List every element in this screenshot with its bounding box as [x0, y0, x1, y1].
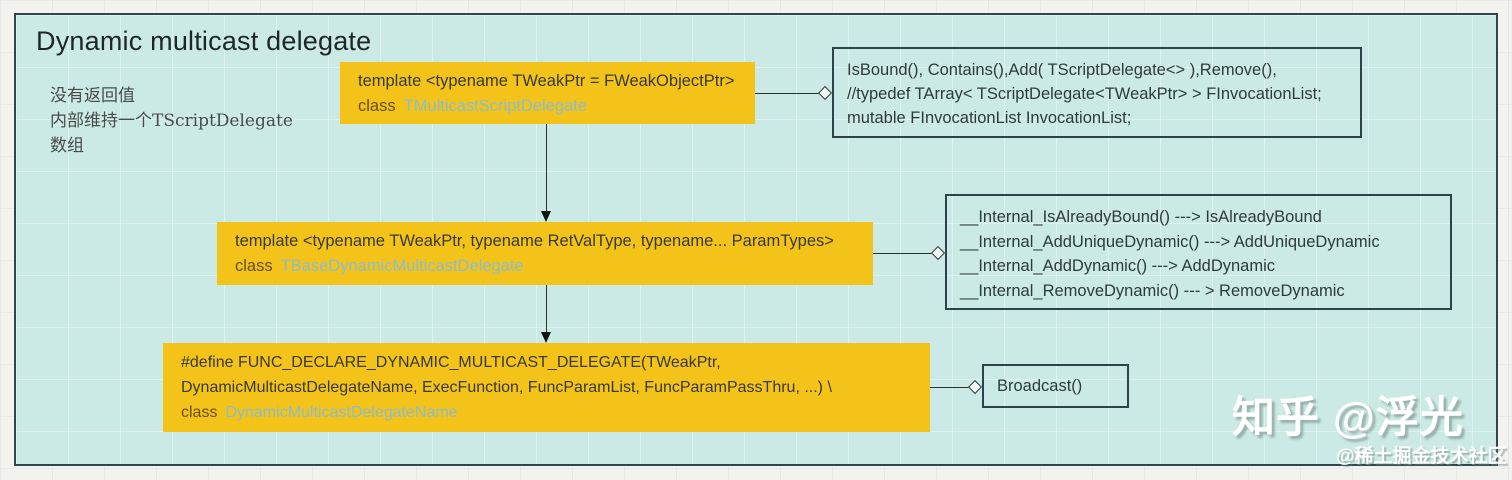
- members-box-broadcast: Broadcast(): [982, 364, 1129, 408]
- arrow-down-icon: [541, 211, 551, 222]
- annotation-line: 内部维持一个TScriptDelegate: [50, 111, 293, 131]
- connector-line: [873, 253, 934, 254]
- template-declaration: template <typename TWeakPtr, typename Re…: [235, 232, 834, 250]
- macro-line: #define FUNC_DECLARE_DYNAMIC_MULTICAST_D…: [181, 354, 721, 371]
- node-tmulticastscriptdelegate: template <typename TWeakPtr = FWeakObjec…: [340, 62, 755, 124]
- annotation-line: 数组: [50, 136, 84, 156]
- arrow-down-icon: [541, 332, 551, 343]
- member-line: __Internal_AddDynamic() ---> AddDynamic: [960, 257, 1276, 275]
- member-line: __Internal_AddUniqueDynamic() ---> AddUn…: [960, 232, 1380, 251]
- page-title: Dynamic multicast delegate: [36, 26, 372, 56]
- class-keyword: class: [358, 97, 396, 115]
- class-keyword: class: [181, 404, 218, 421]
- connector-line: [755, 93, 821, 94]
- class-name: TBaseDynamicMulticastDelegate: [280, 257, 524, 275]
- connector-line: [546, 285, 547, 334]
- member-line: Broadcast(): [997, 377, 1083, 395]
- connector-line: [930, 387, 971, 388]
- annotation-note: 没有返回值 内部维持一个TScriptDelegate 数组: [50, 84, 293, 159]
- class-declaration: class TMulticastScriptDelegate: [358, 94, 737, 119]
- member-line: __Internal_IsAlreadyBound() ---> IsAlrea…: [960, 208, 1322, 226]
- node-tbasedynamicmulticastdelegate: template <typename TWeakPtr, typename Re…: [217, 222, 873, 285]
- member-line: mutable FInvocationList InvocationList;: [847, 109, 1132, 127]
- connector-line: [546, 124, 547, 214]
- watermark-zhihu: 知乎 @浮光: [1232, 394, 1464, 442]
- member-line: //typedef TArray< TScriptDelegate<TWeakP…: [847, 85, 1322, 103]
- class-declaration: class TBaseDynamicMulticastDelegate: [235, 254, 855, 279]
- class-name: TMulticastScriptDelegate: [403, 97, 587, 115]
- class-name: DynamicMulticastDelegateName: [225, 404, 458, 421]
- members-box-tmulticastscriptdelegate: IsBound(), Contains(),Add( TScriptDelega…: [832, 47, 1362, 138]
- node-declare-dynamic-multicast-macro: #define FUNC_DECLARE_DYNAMIC_MULTICAST_D…: [163, 343, 930, 432]
- template-declaration: template <typename TWeakPtr = FWeakObjec…: [358, 72, 735, 90]
- class-keyword: class: [235, 257, 273, 275]
- member-line: __Internal_RemoveDynamic() --- > RemoveD…: [960, 281, 1345, 300]
- annotation-line: 没有返回值: [50, 86, 135, 106]
- macro-line: DynamicMulticastDelegateName, ExecFuncti…: [181, 379, 832, 396]
- class-declaration: class DynamicMulticastDelegateName: [181, 400, 912, 425]
- watermark-juejin: @稀土掘金技术社区: [1336, 446, 1507, 467]
- member-line: IsBound(), Contains(),Add( TScriptDelega…: [847, 61, 1277, 79]
- members-box-tbasedynamicmulticastdelegate: __Internal_IsAlreadyBound() ---> IsAlrea…: [945, 194, 1452, 310]
